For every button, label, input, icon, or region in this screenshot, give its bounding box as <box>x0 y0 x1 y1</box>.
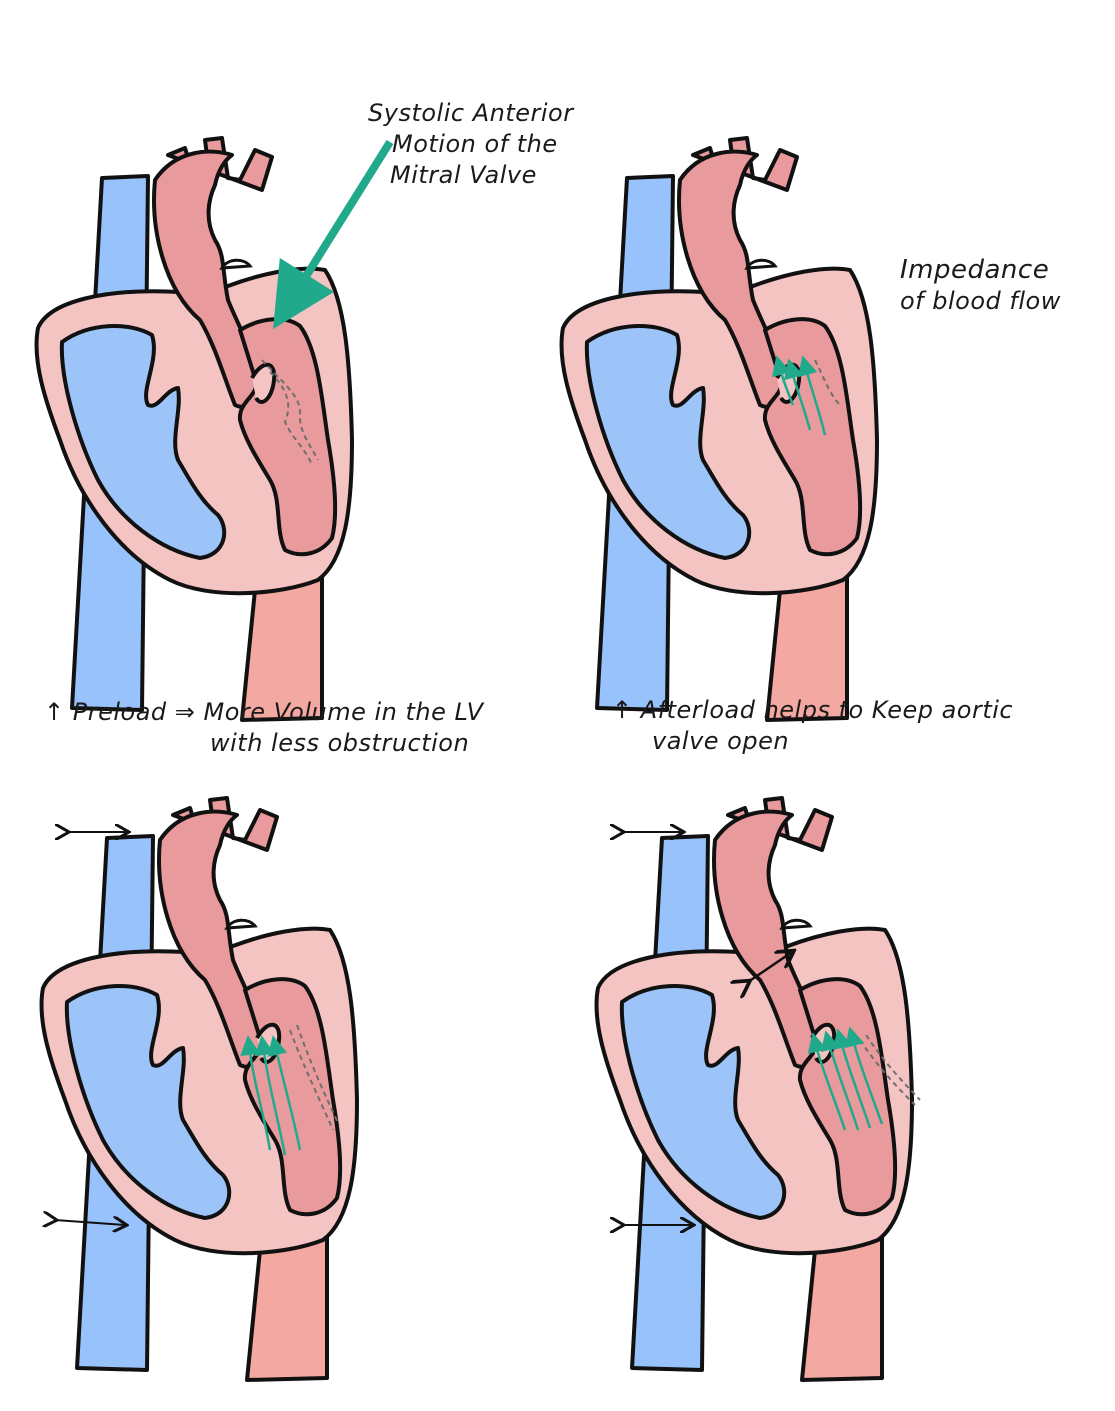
heart-diagram <box>5 720 545 1410</box>
heart-diagram <box>525 60 1065 750</box>
panel-impedance: Impedance of blood flow <box>525 60 1065 750</box>
annotation-line: Impedance <box>900 255 1061 286</box>
panel-afterload <box>560 720 1100 1410</box>
annotation-line: of blood flow <box>900 286 1061 317</box>
panel-sam: Systolic Anterior Motion of the Mitral V… <box>0 60 540 750</box>
panel-preload <box>5 720 545 1410</box>
impedance-annotation: Impedance of blood flow <box>900 255 1061 317</box>
heart-diagram <box>560 720 1100 1410</box>
